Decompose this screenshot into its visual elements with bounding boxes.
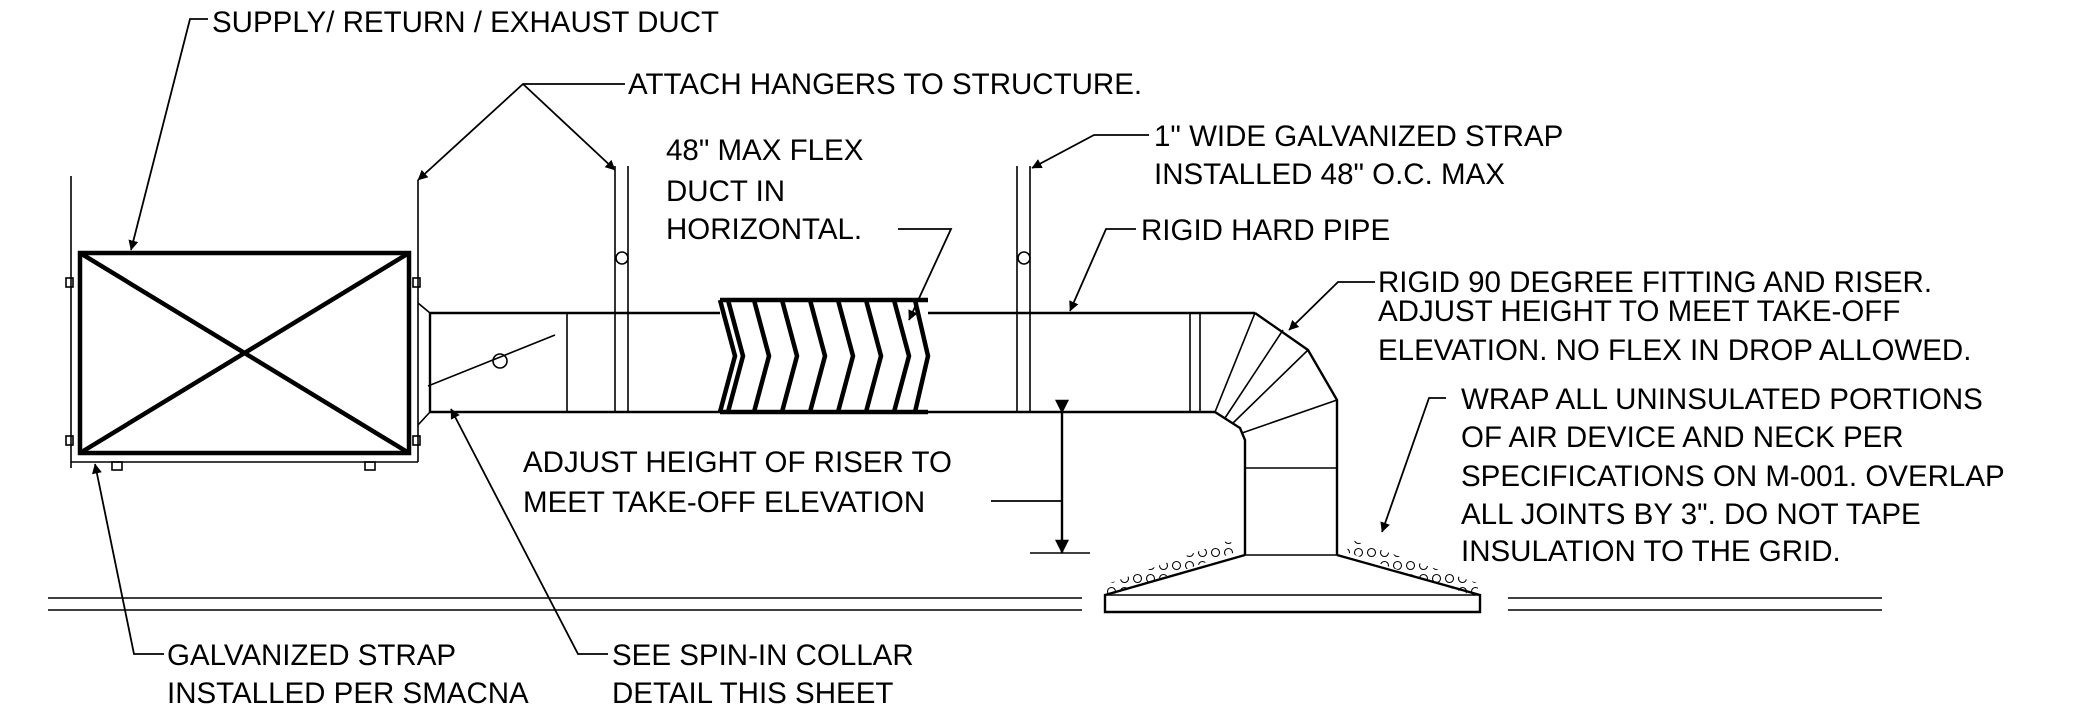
label-strap-line2: INSTALLED 48" O.C. MAX: [1154, 158, 1505, 191]
label-wrap-line5: INSULATION TO THE GRID.: [1461, 535, 1841, 568]
branch-duct: [417, 302, 1190, 426]
label-wrap-line2: OF AIR DEVICE AND NECK PER: [1461, 421, 1904, 454]
label-strap-line1: 1" WIDE GALVANIZED STRAP: [1154, 120, 1563, 153]
label-wrap-line3: SPECIFICATIONS ON M-001. OVERLAP: [1461, 460, 2005, 493]
text-labels: SUPPLY/ RETURN / EXHAUST DUCT ATTACH HAN…: [167, 6, 2005, 710]
label-wrap-line1: WRAP ALL UNINSULATED PORTIONS: [1461, 383, 1983, 416]
leader-lines: [92, 18, 1446, 655]
hanger-left: [614, 166, 629, 413]
label-rigid90-line2: ADJUST HEIGHT TO MEET TAKE-OFF: [1378, 295, 1900, 328]
label-spin-in-line1: SEE SPIN-IN COLLAR: [612, 639, 914, 672]
flex-duct: [717, 297, 931, 415]
main-duct: [65, 176, 421, 471]
air-device: [1102, 540, 1482, 614]
label-supply-return-exhaust: SUPPLY/ RETURN / EXHAUST DUCT: [212, 6, 719, 39]
label-adjust-riser-line2: MEET TAKE-OFF ELEVATION: [523, 486, 925, 519]
rigid-elbow-riser: [1189, 311, 1339, 556]
riser-height-dimension: [1030, 399, 1090, 554]
label-flex-max-line3: HORIZONTAL.: [666, 213, 862, 246]
label-rigid90-line1: RIGID 90 DEGREE FITTING AND RISER.: [1378, 266, 1932, 299]
label-galv-strap-line2: INSTALLED PER SMACNA: [167, 677, 529, 710]
ceiling-grid: [48, 597, 1882, 611]
hanger-right: [1016, 166, 1031, 413]
label-rigid-hard-pipe: RIGID HARD PIPE: [1141, 214, 1390, 247]
label-galv-strap-line1: GALVANIZED STRAP: [167, 639, 456, 672]
label-attach-hangers: ATTACH HANGERS TO STRUCTURE.: [628, 68, 1142, 101]
label-spin-in-line2: DETAIL THIS SHEET: [612, 677, 893, 710]
label-rigid90-line3: ELEVATION. NO FLEX IN DROP ALLOWED.: [1378, 334, 1971, 367]
label-wrap-line4: ALL JOINTS BY 3". DO NOT TAPE: [1461, 498, 1921, 531]
label-adjust-riser-line1: ADJUST HEIGHT OF RISER TO: [523, 446, 952, 479]
label-flex-max-line2: DUCT IN: [666, 175, 785, 208]
label-flex-max-line1: 48" MAX FLEX: [666, 134, 864, 167]
